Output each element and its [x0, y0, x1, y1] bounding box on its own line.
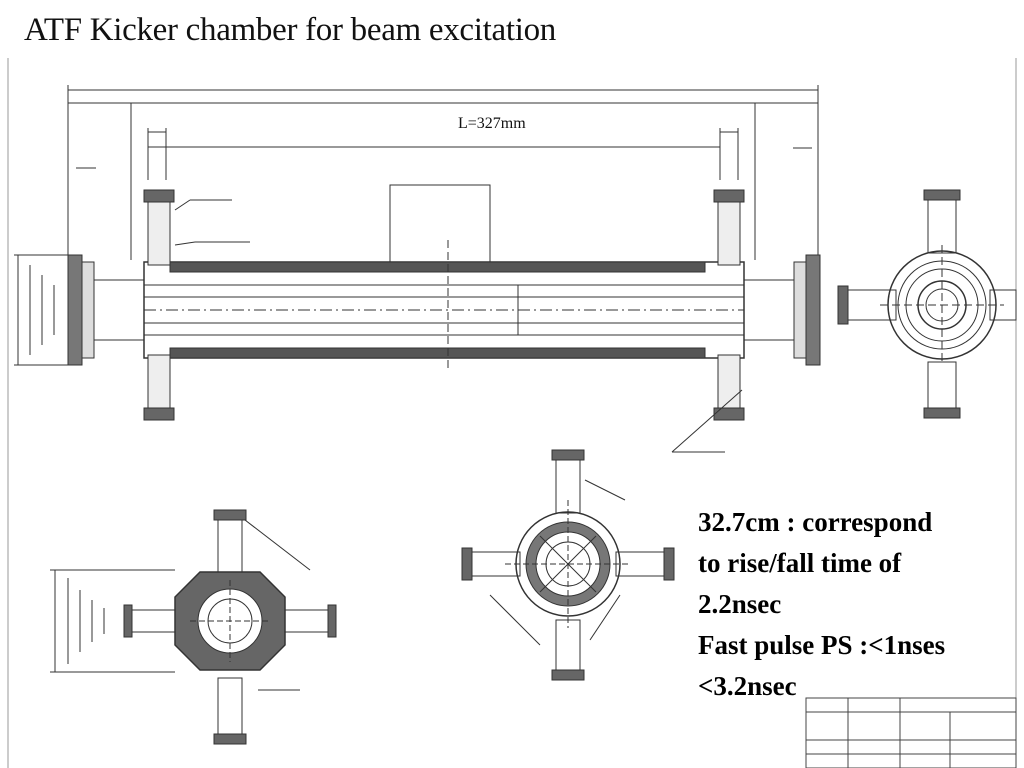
title-block	[805, 697, 1017, 768]
note-line: to rise/fall time of	[698, 548, 902, 578]
cross-section-a	[50, 509, 337, 745]
note-line: Fast pulse PS :<1nses	[698, 630, 946, 660]
cross-section-b	[461, 449, 675, 681]
note-line: <3.2nsec	[698, 671, 797, 701]
side-view	[14, 85, 821, 453]
note-line: 2.2nsec	[698, 589, 782, 619]
slide-title: ATF Kicker chamber for beam excitation	[24, 12, 556, 48]
end-view	[837, 189, 1017, 419]
note-line: 32.7cm : correspond	[698, 507, 933, 537]
timing-note: 32.7cm : correspond to rise/fall time of…	[698, 502, 945, 707]
length-label: L=327mm	[458, 115, 526, 132]
